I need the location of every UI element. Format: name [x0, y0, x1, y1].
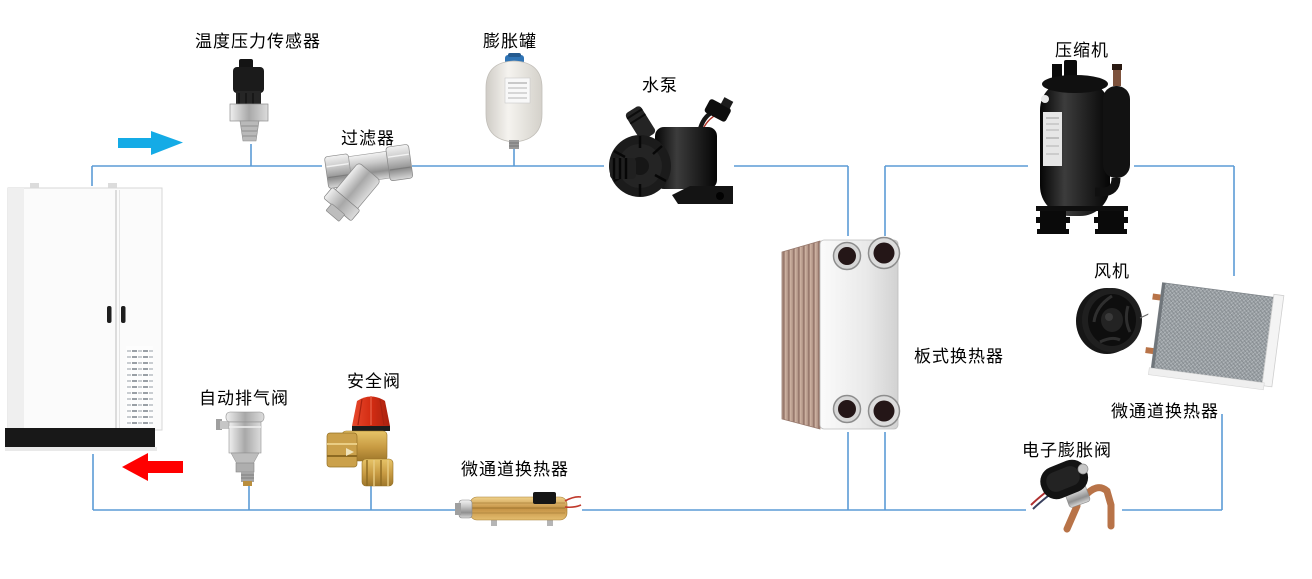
label-sensor: 温度压力传感器	[195, 32, 321, 51]
label-eev: 电子膨胀阀	[1022, 441, 1112, 460]
label-plate-hx: 板式换热器	[914, 347, 1004, 366]
safety-valve-icon	[323, 392, 395, 487]
label-micro-hx-right: 微通道换热器	[1111, 402, 1219, 421]
sensor-icon	[227, 56, 271, 144]
label-micro-hx-bottom: 微通道换热器	[461, 460, 569, 479]
air-vent-icon	[214, 408, 268, 486]
pump-icon	[604, 97, 734, 210]
supply-flow-arrow	[118, 131, 183, 155]
label-safety-valve: 安全阀	[347, 372, 401, 391]
label-pump: 水泵	[642, 76, 678, 95]
filter-icon	[322, 142, 414, 222]
label-compressor: 压缩机	[1055, 41, 1109, 60]
label-air-vent: 自动排气阀	[199, 389, 289, 408]
plate-hx-icon	[778, 236, 902, 432]
label-fan: 风机	[1094, 262, 1130, 281]
expansion-tank-icon	[480, 53, 548, 149]
micro-hx-panel-icon	[1140, 273, 1293, 393]
micro-hx-tube-icon	[455, 489, 582, 532]
plate-hx-ports	[832, 236, 901, 428]
compressor-icon	[1028, 58, 1134, 238]
label-expansion-tank: 膨胀罐	[483, 32, 537, 51]
label-filter: 过滤器	[341, 129, 395, 148]
fan-icon	[1072, 283, 1156, 359]
eev-icon	[1026, 458, 1122, 535]
cabinet-icon	[4, 183, 166, 454]
return-flow-arrow	[122, 453, 183, 481]
